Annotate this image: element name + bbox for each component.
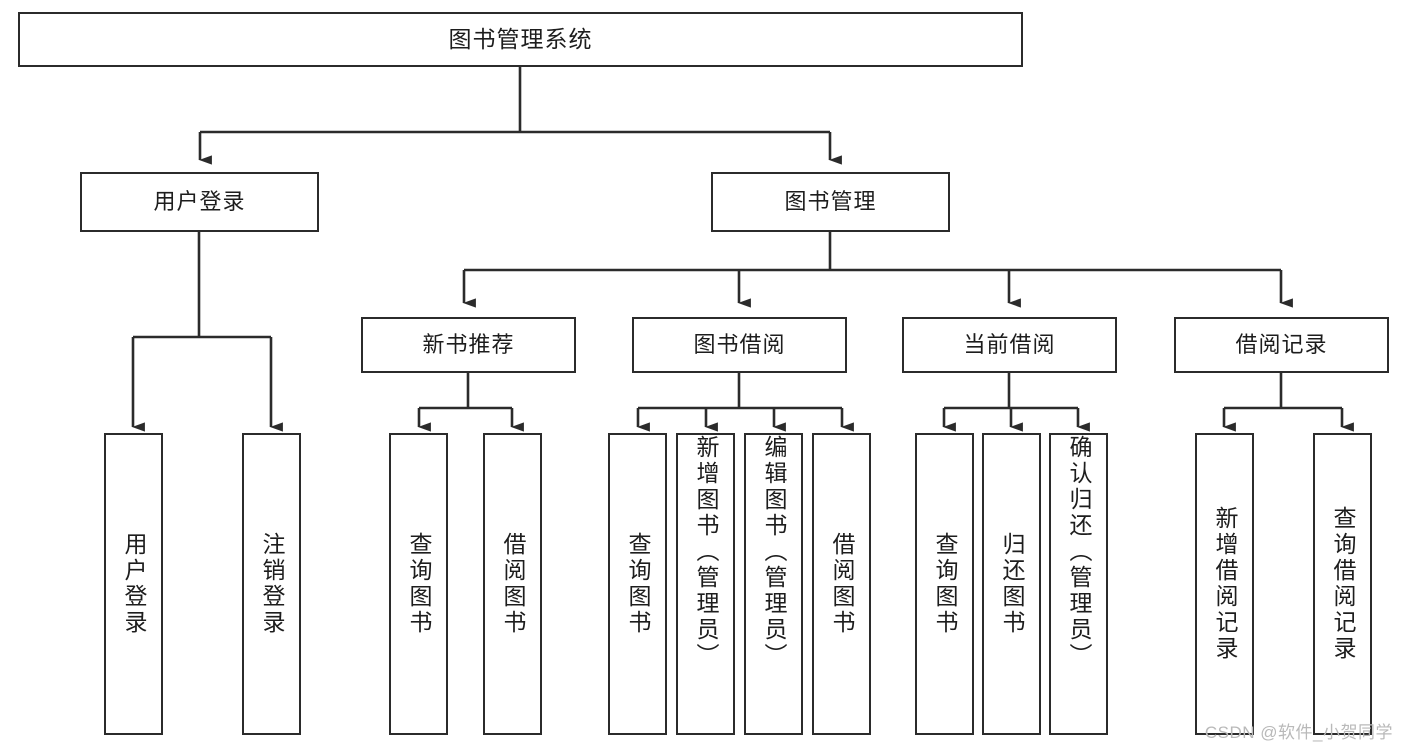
node-label: 查询图书 [406, 532, 432, 636]
node-label: 新书推荐 [422, 332, 515, 358]
node-user-login[interactable]: 用户登录 [80, 172, 319, 232]
node-book-management[interactable]: 图书管理 [711, 172, 950, 232]
node-label: 编辑图书（管理员） [761, 435, 787, 669]
edge-group-root [198, 67, 842, 165]
node-borrowing-records[interactable]: 借阅记录 [1174, 317, 1389, 373]
edge-group-book-borrow [636, 373, 854, 432]
leaf-book-borrow-borrow-books[interactable]: 借阅图书 [812, 433, 871, 735]
leaf-new-book-query-books[interactable]: 查询图书 [389, 433, 448, 735]
node-label: 用户登录 [153, 189, 246, 215]
leaf-current-borrow-return-books[interactable]: 归还图书 [982, 433, 1041, 735]
node-label: 图书借阅 [693, 332, 786, 358]
leaf-user-login-signout[interactable]: 注销登录 [242, 433, 301, 735]
node-label: 借阅图书 [829, 532, 855, 636]
csdn-watermark: CSDN @软件_小贺同学 [1204, 723, 1393, 742]
node-new-book-recommendation[interactable]: 新书推荐 [361, 317, 576, 373]
node-label: 查询图书 [625, 532, 651, 636]
leaf-book-borrow-query-books[interactable]: 查询图书 [608, 433, 667, 735]
leaf-book-borrow-edit-book-admin[interactable]: 编辑图书（管理员） [744, 433, 803, 735]
edge-group-borrow-record [1222, 373, 1354, 432]
node-current-borrowing[interactable]: 当前借阅 [902, 317, 1117, 373]
node-label: 图书管理 [784, 189, 877, 215]
node-label: 图书管理系统 [448, 26, 593, 53]
node-label: 新增借阅记录 [1212, 506, 1238, 662]
leaf-current-borrow-query-books[interactable]: 查询图书 [915, 433, 974, 735]
edge-group-book-manage [462, 232, 1293, 308]
node-label: 新增图书（管理员） [693, 435, 719, 669]
node-label: 查询借阅记录 [1330, 506, 1356, 662]
node-label: 当前借阅 [963, 332, 1056, 358]
node-label: 借阅图书 [500, 532, 526, 636]
node-label: 注销登录 [259, 532, 285, 636]
node-label: 归还图书 [999, 532, 1025, 636]
node-label: 用户登录 [121, 532, 147, 636]
edge-group-new-book [417, 373, 524, 432]
node-root-book-management-system[interactable]: 图书管理系统 [18, 12, 1023, 67]
leaf-user-login-signin[interactable]: 用户登录 [104, 433, 163, 735]
node-label: 查询图书 [932, 532, 958, 636]
node-label: 借阅记录 [1235, 332, 1328, 358]
leaf-new-book-borrow-books[interactable]: 借阅图书 [483, 433, 542, 735]
node-label: 确认归还（管理员） [1066, 435, 1092, 669]
node-book-borrowing[interactable]: 图书借阅 [632, 317, 847, 373]
edge-group-current-borrow [942, 373, 1090, 432]
leaf-record-query-borrow-record[interactable]: 查询借阅记录 [1313, 433, 1372, 735]
leaf-current-borrow-confirm-return-admin[interactable]: 确认归还（管理员） [1049, 433, 1108, 735]
edge-group-user-login [131, 232, 283, 432]
leaf-record-add-borrow-record[interactable]: 新增借阅记录 [1195, 433, 1254, 735]
leaf-book-borrow-add-book-admin[interactable]: 新增图书（管理员） [676, 433, 735, 735]
